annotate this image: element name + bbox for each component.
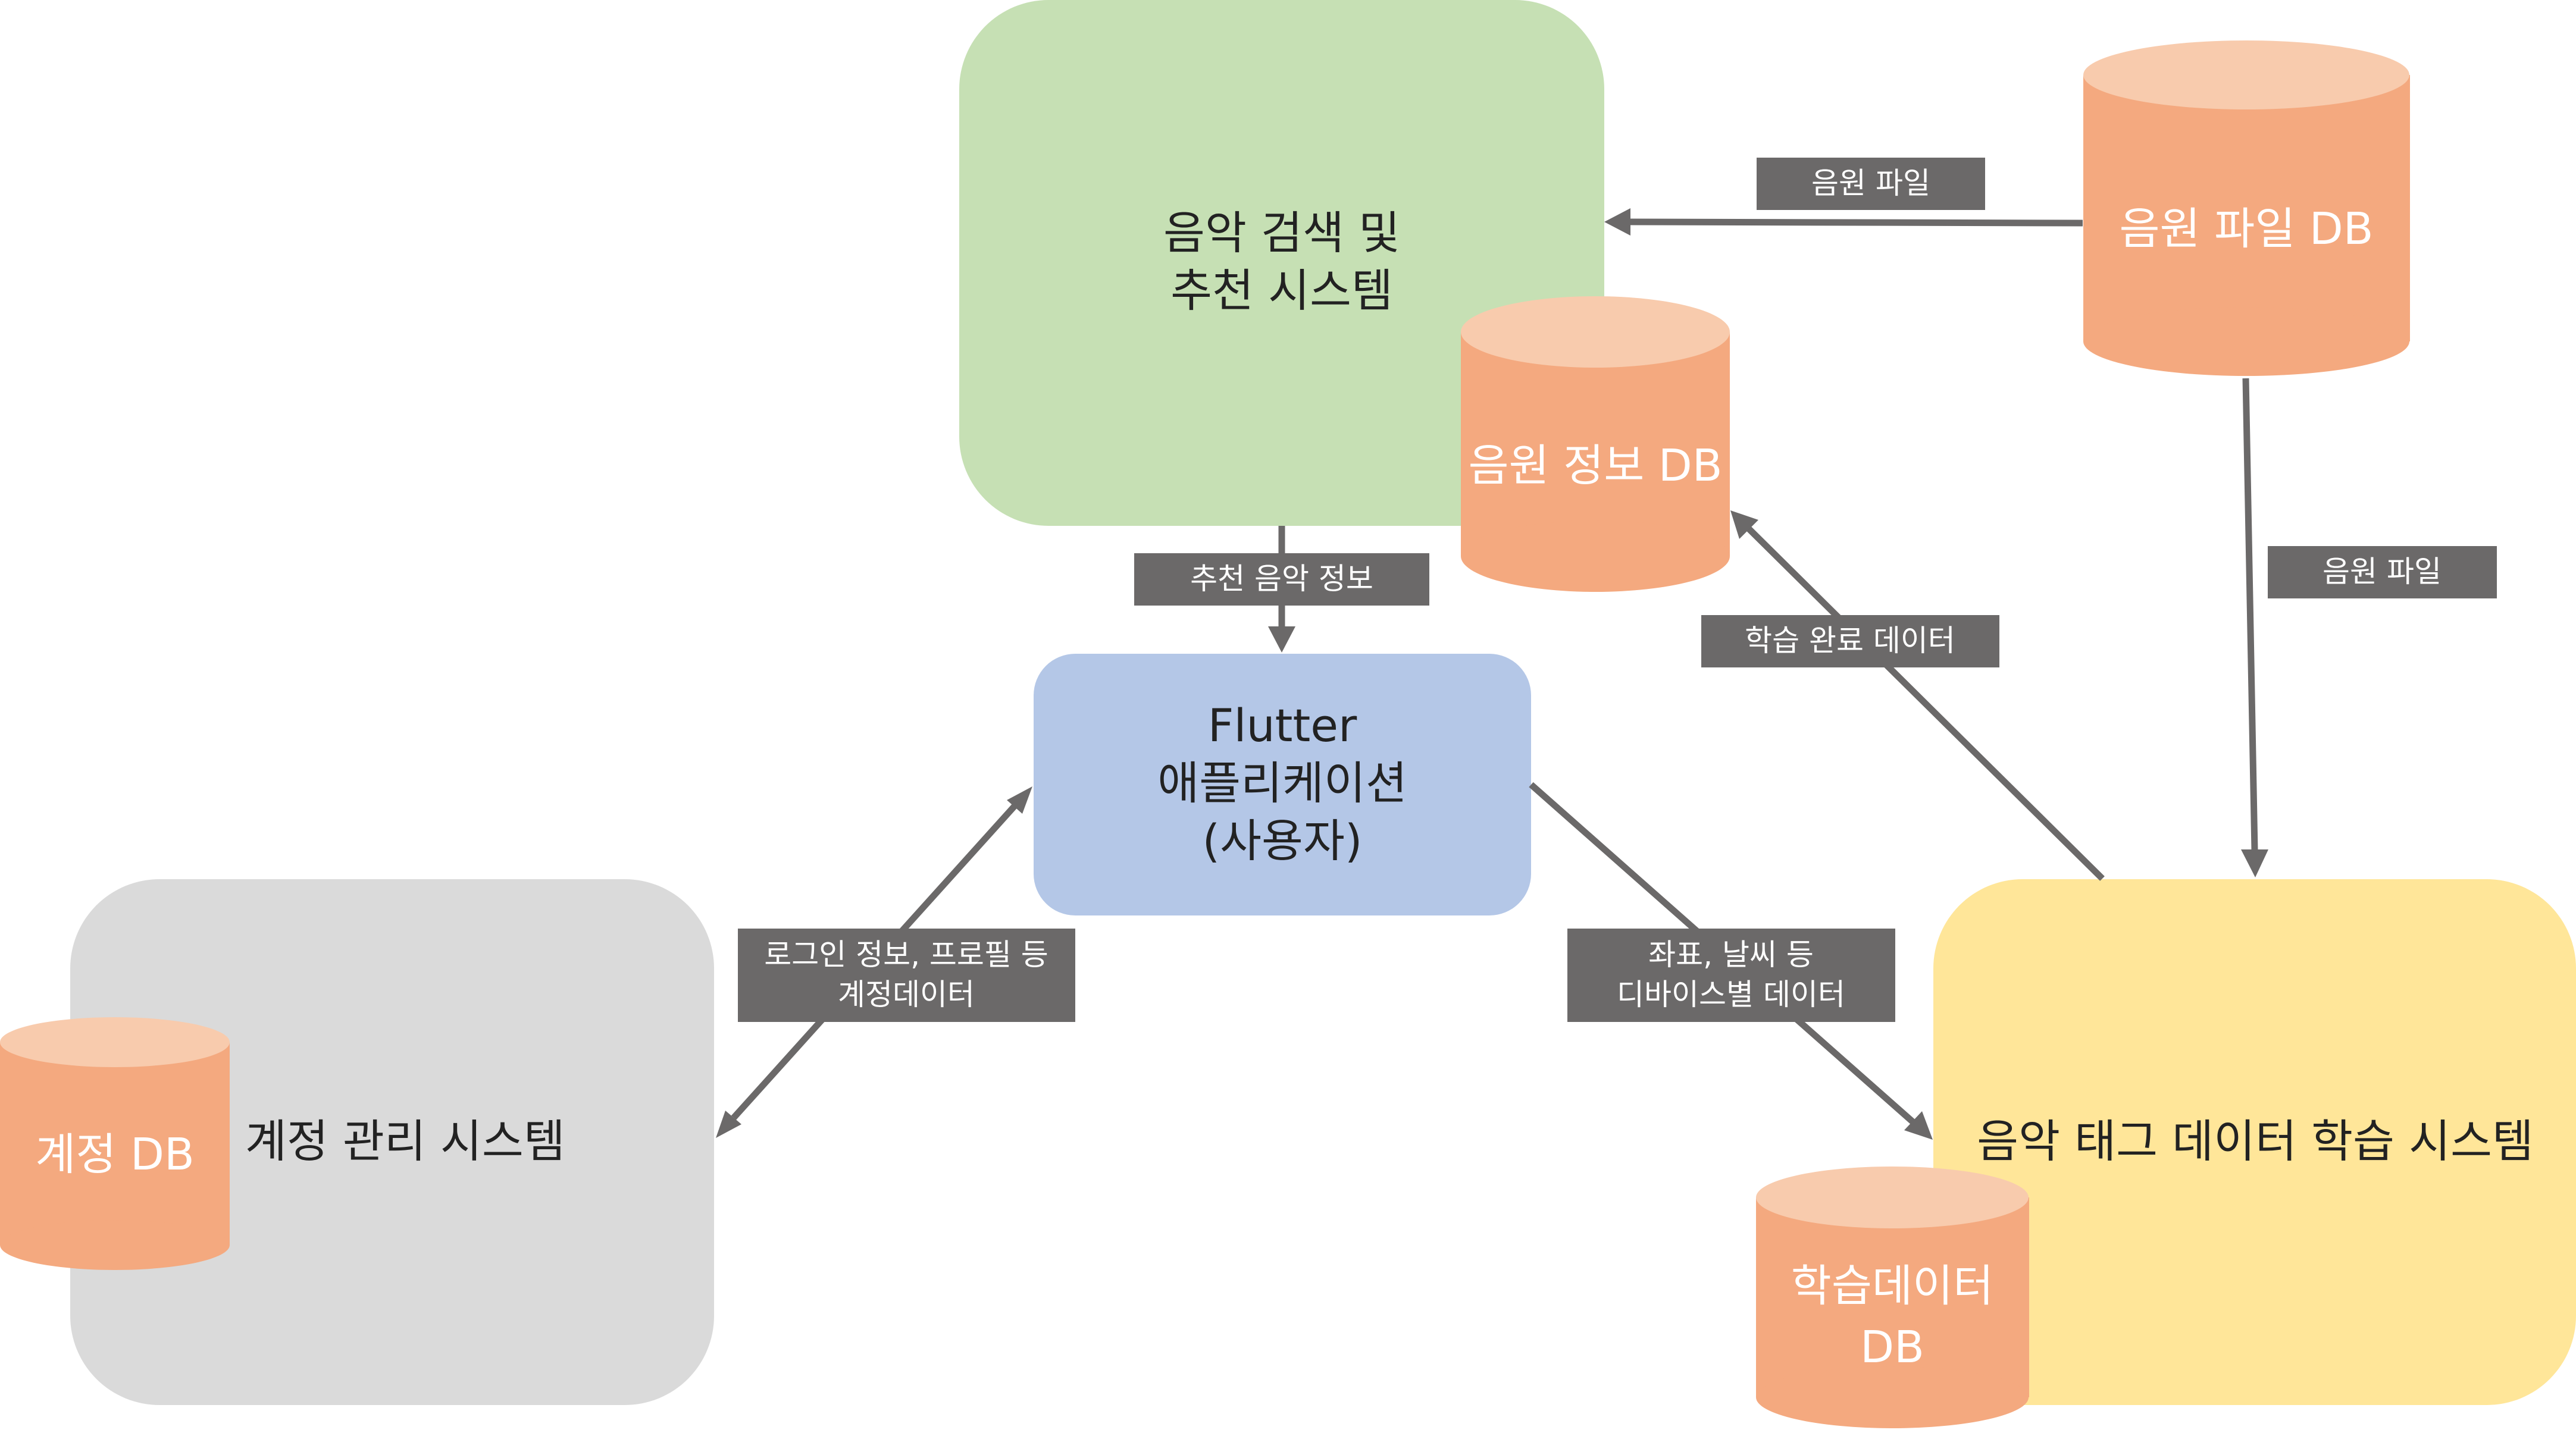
edge-label-audio-file-top bbox=[1757, 158, 1985, 210]
edge-label-text: 추천 음악 정보 bbox=[1190, 562, 1373, 596]
training-data-db-label: 학습데이터 bbox=[1791, 1260, 1993, 1312]
flutter-app-label: (사용자) bbox=[1202, 814, 1362, 867]
arrowhead-icon bbox=[1904, 1111, 1933, 1140]
audio-file-db-cylinder: 음원 파일 DB bbox=[2083, 40, 2410, 376]
flutter-app-label: Flutter bbox=[1208, 699, 1357, 752]
arrowhead-icon bbox=[716, 1111, 741, 1138]
edge-label-training-done bbox=[1701, 615, 1999, 667]
flutter-app-label: 애플리케이션 bbox=[1157, 757, 1407, 810]
arrow-audiofile-to-search bbox=[1629, 218, 2083, 227]
audio-info-db-label: 음원 정보 DB bbox=[1468, 440, 1722, 491]
edge-label-login bbox=[738, 929, 1075, 1022]
account-system-box bbox=[70, 879, 714, 1405]
edge-label-recommend-info bbox=[1134, 553, 1429, 606]
tag-learning-system-label: 음악 태그 데이터 학습 시스템 bbox=[1977, 1115, 2534, 1168]
edge-label-text: 학습 완료 데이터 bbox=[1745, 623, 1955, 658]
edge-label-text: 디바이스별 데이터 bbox=[1617, 977, 1845, 1012]
edge-label-audio-file-right bbox=[2268, 546, 2497, 598]
edge-label-text: 음원 파일 bbox=[1811, 166, 1930, 200]
arrowhead-icon bbox=[1730, 510, 1758, 539]
edge-label-device bbox=[1567, 929, 1895, 1022]
account-system-label: 계정 관리 시스템 bbox=[245, 1115, 565, 1168]
edge-label-text: 음원 파일 bbox=[2323, 554, 2442, 589]
arrow-tag-to-audioinfo bbox=[1746, 526, 2105, 881]
tag-learning-system-box bbox=[1933, 879, 2576, 1405]
arrowhead-icon bbox=[1007, 786, 1032, 814]
training-data-db-label: DB bbox=[1860, 1322, 1924, 1373]
arrow-audiofile-to-tag bbox=[2242, 378, 2258, 851]
arrowhead-icon bbox=[1268, 626, 1295, 653]
search-system-label: 추천 시스템 bbox=[1170, 264, 1393, 317]
arrowhead-icon bbox=[1604, 208, 1630, 236]
edge-label-text: 로그인 정보, 프로필 등 bbox=[764, 937, 1048, 972]
search-system-box bbox=[959, 0, 1604, 526]
account-db-label: 계정 DB bbox=[35, 1129, 194, 1180]
flutter-app-box bbox=[1034, 654, 1531, 915]
arrowhead-icon bbox=[2241, 849, 2268, 877]
account-db-cylinder: 계정 DB bbox=[0, 1017, 230, 1270]
training-data-db-cylinder: 학습데이터 DB bbox=[1756, 1167, 2029, 1428]
search-system-label: 음악 검색 및 bbox=[1163, 206, 1400, 259]
edge-label-text: 좌표, 날씨 등 bbox=[1648, 937, 1814, 972]
edge-label-text: 계정데이터 bbox=[838, 977, 975, 1012]
audio-info-db-cylinder: 음원 정보 DB bbox=[1461, 296, 1730, 592]
audio-file-db-label: 음원 파일 DB bbox=[2119, 203, 2373, 255]
